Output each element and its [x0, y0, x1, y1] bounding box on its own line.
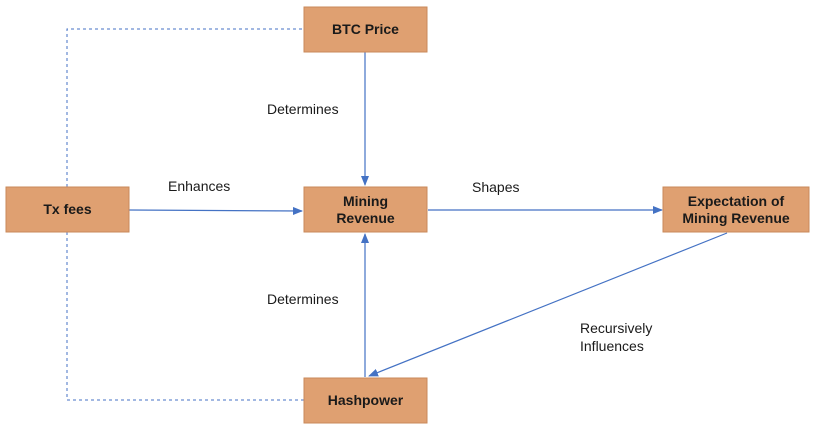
node-expectation: Expectation of Mining Revenue	[663, 187, 809, 232]
node-box-hashpower	[303, 377, 428, 424]
node-box-btc-price	[303, 6, 428, 53]
edge-label-revenue-shapes: Shapes	[472, 179, 520, 195]
node-box-mining-revenue	[303, 186, 428, 233]
node-expectation-label: Expectation of Mining Revenue	[682, 192, 790, 226]
node-box-tx-fees	[5, 186, 130, 233]
node-btc-price-label: BTC Price	[332, 21, 399, 37]
arrow-expectation-to-hashpower	[368, 232, 728, 377]
node-mining-revenue: Mining Revenue	[304, 187, 427, 232]
node-hashpower-label: Hashpower	[327, 392, 404, 408]
node-tx-fees: Tx fees	[6, 187, 129, 232]
node-tx-fees-label: Tx fees	[43, 201, 92, 217]
node-box-expectation	[662, 186, 810, 233]
dashed-link-txfees-hashpower	[66, 232, 304, 401]
dashed-link-txfees-btcprice	[66, 28, 304, 187]
node-mining-revenue-label: Mining Revenue	[336, 192, 395, 226]
edge-label-btc-determines: Determines	[267, 101, 339, 117]
edge-label-tx-enhances: Enhances	[168, 178, 231, 194]
edge-label-hash-determines: Determines	[267, 291, 339, 307]
node-btc-price: BTC Price	[304, 7, 427, 52]
edge-label-recursively-influences: Recursively Influences	[580, 320, 653, 354]
arrow-txfees-to-revenue	[128, 206, 303, 215]
node-hashpower: Hashpower	[304, 378, 427, 423]
